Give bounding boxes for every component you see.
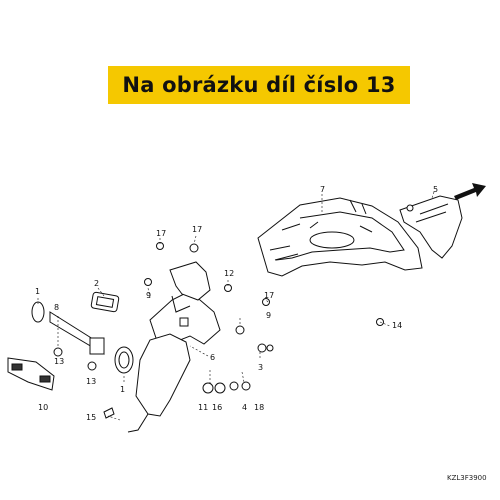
callout-16: 16 (212, 403, 222, 412)
rear-fender-upper (257, 197, 423, 277)
license-bracket (127, 261, 221, 433)
reflector-8 (31, 301, 105, 355)
reflector-1 (114, 346, 134, 374)
banner-text: Na obrázku díl číslo 13 (122, 73, 396, 97)
callout-numbers: 1 1 2 3 4 5 6 7 8 9 9 10 11 12 13 13 14 … (35, 185, 438, 422)
callout-17-b: 17 (192, 225, 202, 234)
callout-10: 10 (38, 403, 48, 412)
diagram-code: KZL3F3900 (447, 474, 487, 482)
callout-13-a: 13 (54, 357, 64, 366)
callout-18: 18 (254, 403, 264, 412)
fasteners (53, 242, 384, 419)
callout-4: 4 (242, 403, 247, 412)
mount-plate-10 (7, 357, 55, 391)
rear-mudguard (399, 195, 463, 259)
part-banner: Na obrázku díl číslo 13 (108, 66, 410, 104)
callout-7: 7 (320, 185, 325, 194)
leader-lines (37, 191, 435, 421)
callout-12: 12 (224, 269, 234, 278)
callout-6: 6 (210, 353, 215, 362)
callout-3: 3 (258, 363, 263, 372)
callout-17-a: 17 (156, 229, 166, 238)
callout-1-a: 1 (35, 287, 40, 296)
callout-15: 15 (86, 413, 96, 422)
license-lamp-2 (90, 291, 120, 313)
callout-9-a: 9 (146, 291, 151, 300)
callout-14: 14 (392, 321, 402, 330)
callout-17-c: 17 (264, 291, 274, 300)
callout-13-b: 13 (86, 377, 96, 386)
callout-2: 2 (94, 279, 99, 288)
callout-9-b: 9 (266, 311, 271, 320)
callout-1: 1 (120, 385, 125, 394)
callout-11: 11 (198, 403, 208, 412)
callout-8: 8 (54, 303, 59, 312)
callout-5: 5 (433, 185, 438, 194)
